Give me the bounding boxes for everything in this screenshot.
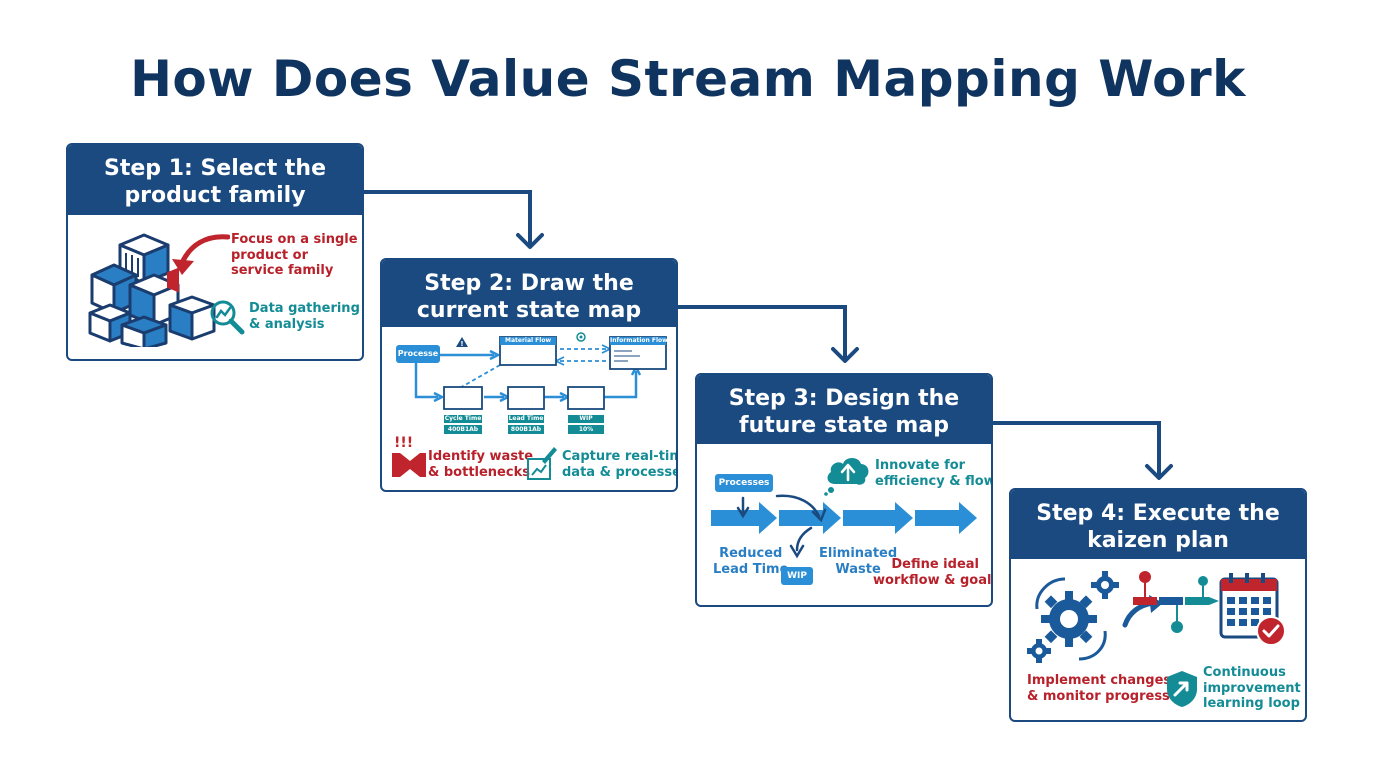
step-4-heading: Step 4: Execute the kaizen plan [1011, 490, 1305, 559]
shield-icon [1167, 671, 1197, 707]
focus-text: Focus on a single product or service fam… [231, 232, 358, 278]
data-capture-icon [527, 447, 557, 480]
step-2-heading: Step 2: Draw the current state map [382, 260, 676, 327]
lead-time-value: 800B1Ab [510, 426, 542, 433]
data-analysis-icon [210, 300, 245, 335]
data-gathering-text: Data gathering & analysis [249, 301, 360, 332]
wip-label: WIP [579, 415, 593, 422]
process-box: Processe [396, 345, 440, 363]
processes-box: Processes [715, 474, 773, 492]
current-state-map-diagram: ! [414, 332, 667, 434]
implement-changes-text: Implement changes & monitor progress [1027, 673, 1172, 704]
arrowhead-3-4 [1145, 464, 1173, 480]
capture-data-text: Capture real-time data & processes [562, 449, 678, 480]
information-flow-label: Information Flow [610, 337, 668, 344]
connector-3-4 [993, 421, 1161, 477]
lead-time-label: Lead Time [508, 415, 544, 422]
svg-text:!!!: !!! [394, 435, 413, 451]
arrowhead-2-3 [831, 347, 859, 363]
innovate-text: Innovate for efficiency & flow [875, 458, 993, 489]
connector-1-2 [363, 190, 532, 246]
wip-value: 10% [578, 426, 594, 433]
step-1-heading: Step 1: Select the product family [68, 145, 362, 215]
connector-2-3 [678, 305, 847, 360]
innovation-cloud-icon [824, 458, 869, 496]
step-3-card: Step 3: Design the future state map Proc… [695, 373, 993, 607]
step-1-card: Step 1: Select the product family [66, 143, 364, 361]
product-boxes-icon [88, 233, 216, 347]
step-2-card: Step 2: Draw the current state map [380, 258, 678, 492]
gears-icon [1027, 571, 1119, 663]
cycle-time-value: 400B1Ab [447, 426, 479, 433]
step-3-heading: Step 3: Design the future state map [697, 375, 991, 444]
material-flow-label: Material Flow [505, 337, 551, 344]
page-title: How Does Value Stream Mapping Work [130, 50, 1246, 108]
timeline-calendar-icon [1122, 571, 1286, 646]
svg-text:!: ! [460, 340, 463, 348]
arrowhead-1-2 [516, 233, 544, 249]
wip-box: WIP [781, 567, 813, 585]
identify-waste-text: Identify waste & bottlenecks [428, 449, 534, 480]
eliminated-waste-text: Eliminated Waste [819, 546, 898, 577]
future-flow-chevrons [711, 502, 977, 534]
reduced-lead-time-text: Reduced Lead Time [713, 546, 789, 577]
cycle-time-label: Cycle Time [444, 415, 482, 422]
flow-curve-arrows [736, 494, 827, 559]
continuous-improvement-text: Continuous improvement & learning loop [1203, 665, 1307, 711]
bottleneck-warning-icon: !!! [392, 435, 426, 477]
define-ideal-text: Define ideal workflow & goals [873, 557, 993, 588]
focus-arrow-icon [172, 234, 230, 275]
step-4-card: Step 4: Execute the kaizen plan [1009, 488, 1307, 722]
